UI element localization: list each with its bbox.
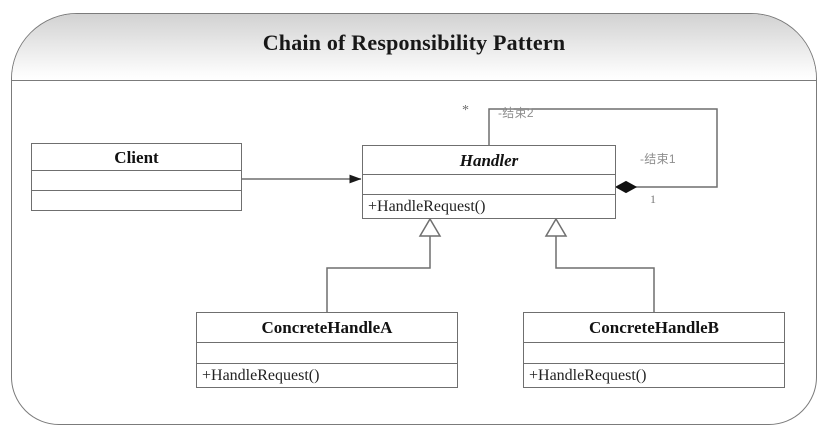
class-attributes-client: [32, 171, 241, 191]
uml-class-concrete-handle-b[interactable]: ConcreteHandleB +HandleRequest(): [523, 312, 785, 388]
class-name-concrete-handle-b: ConcreteHandleB: [524, 313, 784, 343]
role-label-far: -结束2: [498, 106, 534, 120]
class-name-handler: Handler: [363, 146, 615, 175]
multiplicity-source-star: *: [462, 103, 470, 118]
class-name-concrete-handle-a: ConcreteHandleA: [197, 313, 457, 343]
class-attributes-handler: [363, 175, 615, 195]
class-operations-concrete-handle-a: +HandleRequest(): [202, 366, 320, 384]
class-operations-client: [32, 191, 241, 210]
class-operations-handler: +HandleRequest(): [368, 197, 486, 215]
class-name-client: Client: [32, 144, 241, 171]
multiplicity-target-one: 1: [650, 192, 657, 206]
class-attributes-concrete-handle-b: [524, 343, 784, 364]
uml-class-client[interactable]: Client: [31, 143, 242, 211]
uml-class-handler[interactable]: Handler +HandleRequest(): [362, 145, 616, 219]
page-title: Chain of Responsibility Pattern: [262, 30, 566, 55]
role-label-near: -结束1: [640, 152, 676, 166]
class-operations-concrete-handle-b: +HandleRequest(): [529, 366, 647, 384]
class-attributes-concrete-handle-a: [197, 343, 457, 364]
frame-header-band: [12, 14, 816, 81]
uml-class-concrete-handle-a[interactable]: ConcreteHandleA +HandleRequest(): [196, 312, 458, 388]
